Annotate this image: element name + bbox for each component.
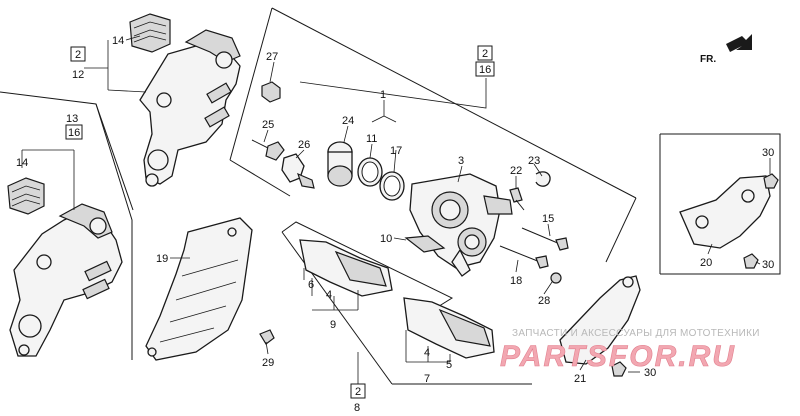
callout-5: 5 [446, 359, 452, 371]
callout-19: 19 [156, 253, 168, 265]
callout-28: 28 [538, 295, 550, 307]
pad-pin-15 [521, 227, 569, 251]
caliper-guard-21 [559, 275, 641, 365]
callout-4-pad9: 4 [326, 289, 332, 301]
callout-22: 22 [510, 165, 522, 177]
bleeder-cap [535, 171, 551, 187]
callout-29: 29 [262, 357, 274, 369]
callout-10: 10 [380, 233, 392, 245]
callout-15: 15 [542, 213, 554, 225]
brake-pad-set-9 [299, 239, 393, 297]
callout-13: 13 [66, 113, 78, 125]
callout-labels: 14 2 12 13 16 14 27 25 26 24 1 11 17 2 1… [16, 35, 774, 414]
caliper-bracket-upper [139, 29, 241, 187]
pad-clip-lower [7, 177, 45, 215]
callout-17: 17 [390, 145, 402, 157]
bolt-27 [261, 81, 281, 103]
caliper-body [409, 173, 513, 277]
callout-20: 20 [700, 257, 712, 269]
callout-21: 21 [574, 373, 586, 385]
callout-3: 3 [458, 155, 464, 167]
callout-23: 23 [528, 155, 540, 167]
callout-2-box-pad: 2 [355, 386, 361, 398]
callout-30-lower: 30 [644, 367, 656, 379]
callout-12: 12 [72, 69, 84, 81]
callout-25: 25 [262, 119, 274, 131]
callout-26: 26 [298, 139, 310, 151]
callout-14-upper: 14 [112, 35, 124, 47]
callout-30-upper: 30 [762, 147, 774, 159]
callout-27: 27 [266, 51, 278, 63]
leader-lines [21, 35, 771, 384]
watermark-brand: PARTSFOR.RU [500, 340, 736, 373]
pad-clip-upper [129, 13, 171, 53]
brake-pad-set-7 [403, 297, 495, 359]
frame-lines [0, 7, 781, 385]
pad-spring [404, 235, 446, 253]
slide-pin-25 [251, 139, 285, 161]
piston-seal [357, 157, 383, 187]
callout-8: 8 [354, 402, 360, 414]
callout-2-box-caliper: 2 [482, 48, 488, 60]
bolt-30a [763, 173, 779, 189]
screw-29 [259, 329, 275, 345]
callout-4-pad7: 4 [424, 347, 430, 359]
pin-boot-26 [281, 153, 315, 189]
front-direction-arrow-icon: FR. [700, 34, 752, 65]
callout-11: 11 [366, 133, 377, 145]
front-direction-label: FR. [700, 54, 716, 65]
callout-16-box-left: 16 [68, 127, 80, 139]
callout-18: 18 [510, 275, 522, 287]
callout-6: 6 [308, 279, 314, 291]
callout-16-box-caliper: 16 [479, 64, 491, 76]
callout-24: 24 [342, 115, 354, 127]
watermark: ЗАПЧАСТИ И АКСЕССУАРЫ ДЛЯ МОТОТЕХНИКИ PA… [500, 328, 760, 373]
caliper-bracket-lower [9, 203, 123, 357]
callout-1: 1 [380, 89, 386, 101]
piston [327, 141, 353, 187]
callout-2-box-upper: 2 [75, 49, 81, 61]
callout-30-middle: 30 [762, 259, 774, 271]
callout-7: 7 [424, 373, 430, 385]
bolt-30b [743, 253, 759, 269]
pad-pin-18 [499, 245, 549, 269]
callout-14-lower: 14 [16, 157, 28, 169]
callout-9: 9 [330, 319, 336, 331]
watermark-caption: ЗАПЧАСТИ И АКСЕССУАРЫ ДЛЯ МОТОТЕХНИКИ [512, 328, 760, 339]
callout-boxes [65, 45, 495, 399]
plug-28 [550, 272, 562, 284]
caliper-bracket-20 [679, 175, 771, 249]
disc-guard [145, 217, 253, 361]
bolt-30c [611, 361, 627, 377]
dust-seal [379, 171, 405, 201]
bleeder-valve [509, 187, 525, 211]
